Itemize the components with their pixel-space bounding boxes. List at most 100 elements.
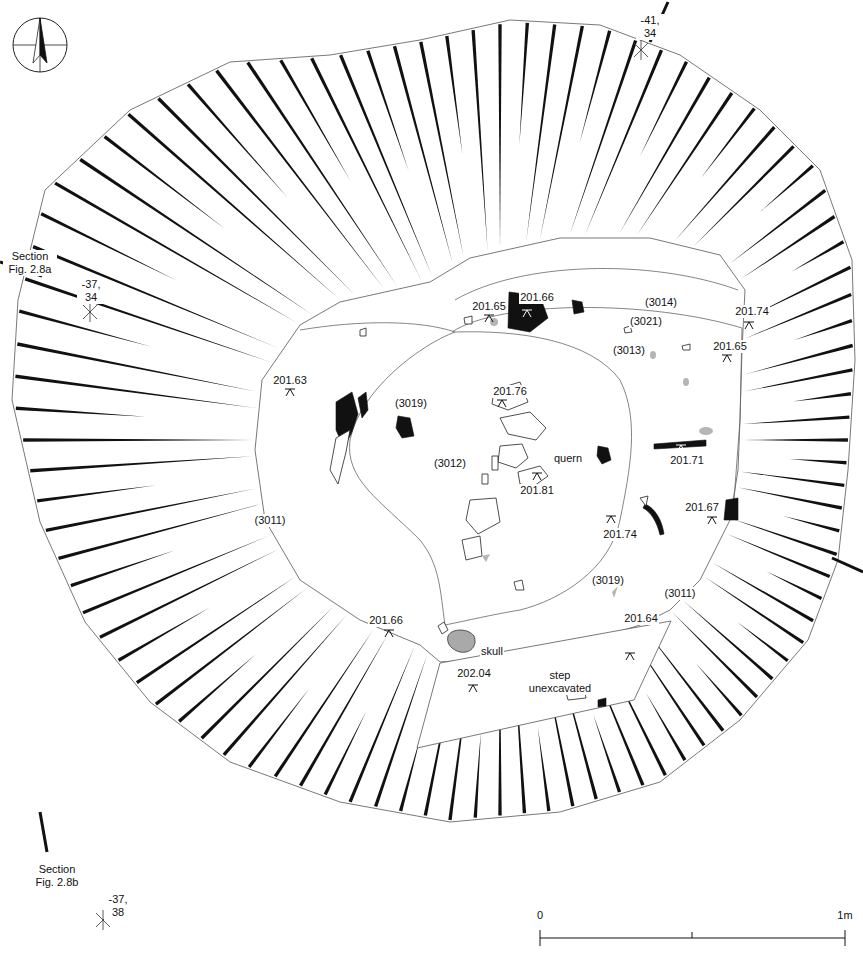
plan-label: (3011) [664, 587, 697, 600]
plan-label: 201.71 [669, 454, 705, 467]
hachure [794, 319, 853, 340]
hachures [15, 23, 853, 820]
hachure [741, 472, 845, 487]
plan-label: 202.04 [456, 667, 492, 680]
plan-label: Section Fig. 2.8b [30, 863, 84, 889]
hachure [155, 588, 307, 705]
hachure [246, 62, 397, 287]
plan-label: (3021) [629, 315, 663, 328]
plan-label: 201.65 [471, 300, 507, 313]
hachure [310, 57, 421, 281]
plan-label: 201.64 [623, 612, 659, 625]
hachure [766, 571, 822, 600]
grid-crosses [83, 40, 648, 930]
hachure [783, 516, 840, 533]
north-arrow [13, 18, 67, 72]
plan-label: Section Fig. 2.8a [3, 250, 57, 276]
plan-label: (3014) [644, 296, 678, 309]
hachure [593, 715, 621, 793]
hachure [793, 392, 851, 401]
hachure [674, 126, 775, 241]
hachure [374, 655, 427, 807]
stones [336, 292, 738, 707]
stone-outlines [330, 316, 690, 700]
hachure [157, 97, 356, 296]
plan-label: step unexcavated [523, 669, 597, 695]
hachure [40, 212, 176, 280]
hachure [640, 61, 688, 156]
hachure [16, 407, 147, 417]
plan-label: 201.63 [272, 374, 308, 387]
hachure [339, 55, 432, 277]
hachure [118, 607, 211, 661]
hachure [79, 158, 312, 315]
grey-finds [482, 318, 713, 598]
hachure [733, 519, 837, 556]
context-boundary [452, 307, 742, 500]
section-lines [0, 2, 863, 852]
plan-label: 201.66 [368, 614, 404, 627]
hachure [570, 40, 638, 235]
hachure [23, 438, 253, 441]
level-markers [285, 310, 754, 692]
plan-label: -41, 34 [636, 14, 664, 40]
skull [448, 630, 475, 652]
plan-label: (3011) [254, 514, 287, 527]
hachure [730, 189, 826, 264]
plan-label: 201.76 [492, 385, 528, 398]
hachure [349, 646, 415, 802]
hachure [585, 50, 663, 236]
context-boundary [300, 323, 455, 625]
hachure [696, 663, 743, 716]
context-boundary [455, 268, 738, 300]
hachure [445, 36, 462, 155]
hachure [471, 30, 487, 251]
hachure [30, 456, 253, 472]
plan-label: -37, 38 [104, 893, 132, 919]
hachure [17, 342, 258, 392]
hachure [791, 240, 844, 272]
hachure [744, 368, 853, 391]
plan-label: 201.74 [602, 528, 638, 541]
hachure [366, 50, 408, 171]
hachure [498, 24, 501, 248]
hachure [25, 277, 271, 362]
plan-label: quern [553, 452, 583, 465]
hachure [743, 415, 850, 424]
base-edge [255, 238, 745, 662]
hachure [519, 23, 529, 145]
unexcavated-step [417, 621, 671, 748]
hachure [419, 42, 464, 259]
plan-label: 201.65 [712, 340, 748, 353]
hachure [726, 534, 830, 578]
plan-label: (3019) [394, 397, 428, 410]
hachure [741, 215, 836, 279]
hachure [82, 535, 270, 614]
hachure [701, 107, 756, 178]
hachure [324, 711, 367, 796]
hachure [223, 615, 347, 756]
hachure [637, 92, 734, 235]
hachure [279, 59, 351, 182]
hachure [248, 688, 310, 767]
hachure [58, 504, 260, 560]
hachure [618, 77, 711, 236]
hachure [474, 733, 481, 818]
hachure [526, 24, 556, 242]
plan-label: 1m [836, 909, 853, 922]
hachure [127, 113, 340, 300]
plan-label: (3019) [591, 574, 625, 587]
cut-edge [12, 20, 855, 822]
hachure [540, 26, 584, 240]
plan-label: 201.66 [519, 291, 555, 304]
hachure [32, 245, 279, 349]
hachure [178, 654, 256, 723]
plan-label: 201.74 [734, 305, 770, 318]
hachure [136, 577, 295, 684]
hachure [54, 182, 298, 324]
plan-label: (3013) [612, 344, 646, 357]
plan-label: -37, 34 [77, 278, 105, 304]
hachure [744, 344, 853, 375]
